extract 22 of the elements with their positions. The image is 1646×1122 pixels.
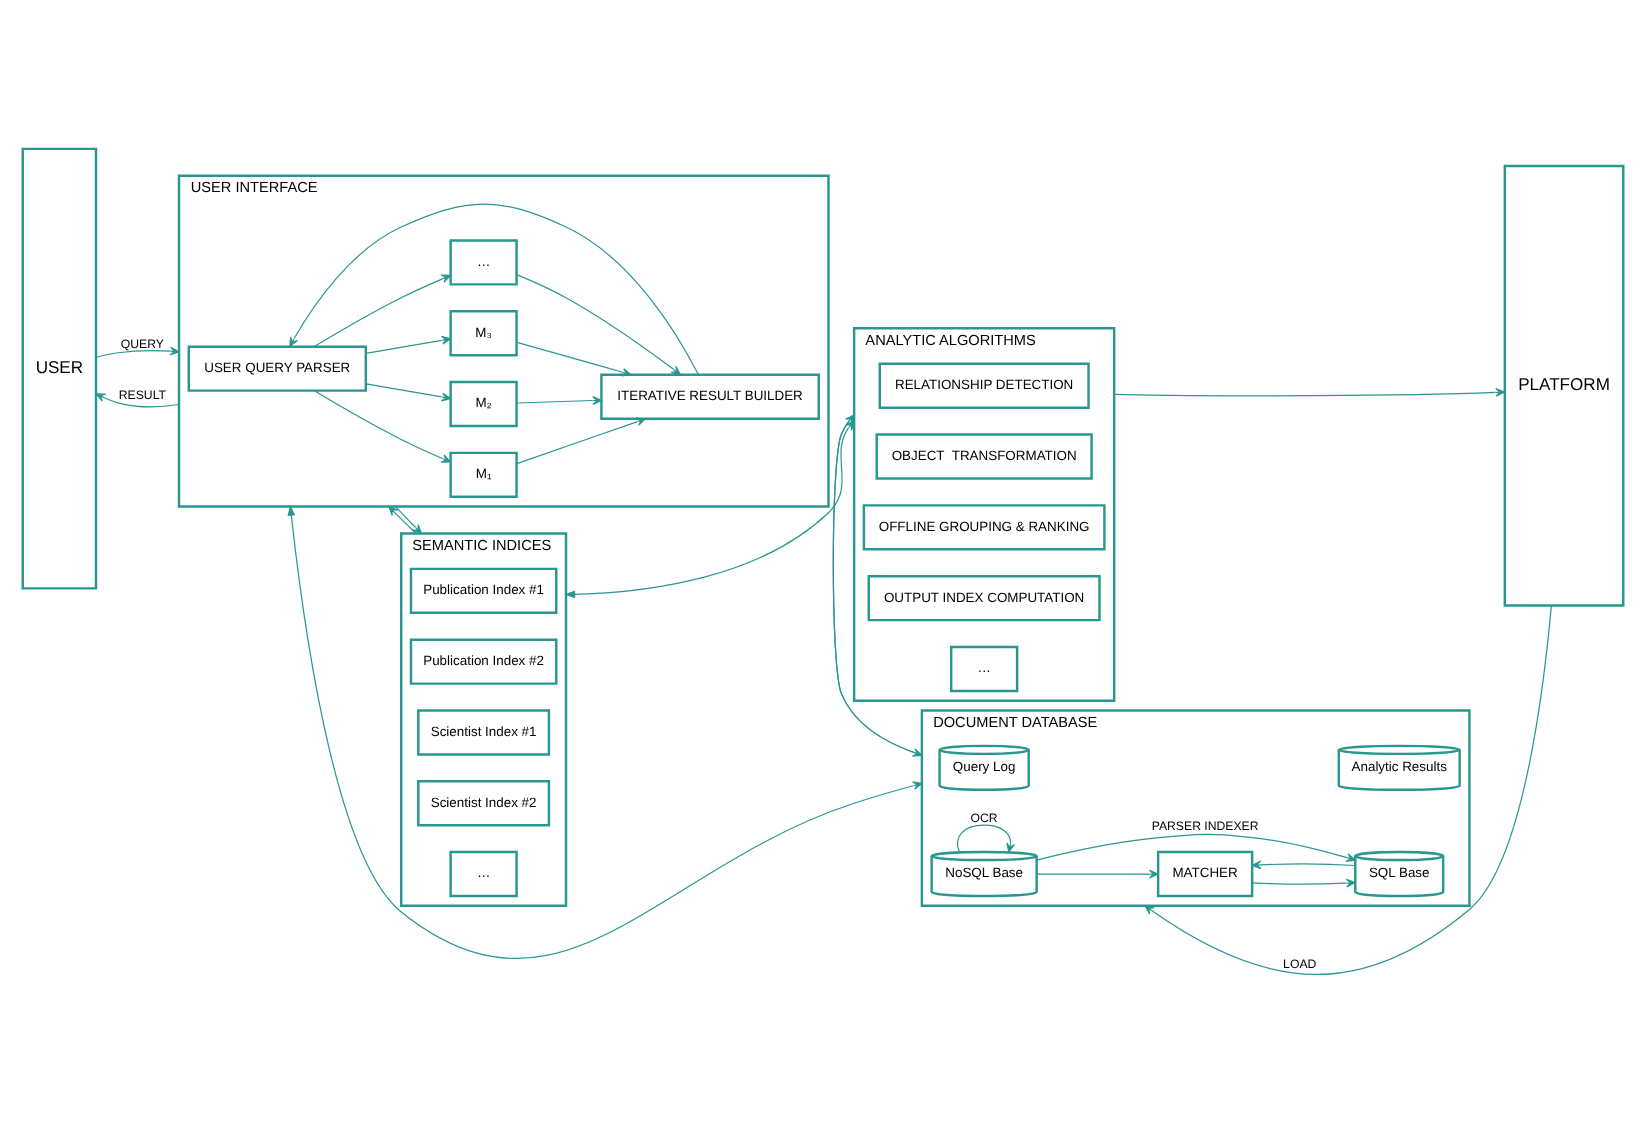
node-box: USER xyxy=(21,146,98,589)
arrow xyxy=(95,392,180,407)
arrow xyxy=(394,504,423,534)
arrow xyxy=(957,823,1015,852)
arrow xyxy=(313,389,451,462)
arrow xyxy=(1036,832,1356,861)
arrow xyxy=(1144,604,1552,975)
arrow xyxy=(516,273,681,375)
arrow xyxy=(516,340,632,376)
arrow xyxy=(1036,868,1159,878)
arrow xyxy=(365,382,452,401)
arrow xyxy=(516,416,646,464)
arrow xyxy=(516,395,602,404)
arrow xyxy=(1251,877,1356,887)
arrow xyxy=(1113,387,1506,396)
arrow xyxy=(388,504,417,534)
arrow xyxy=(1251,859,1356,869)
arrow xyxy=(313,273,451,347)
arrow xyxy=(95,345,180,357)
arrow xyxy=(289,202,699,374)
arrow xyxy=(365,334,452,354)
node-box: PLATFORM xyxy=(1503,163,1625,606)
